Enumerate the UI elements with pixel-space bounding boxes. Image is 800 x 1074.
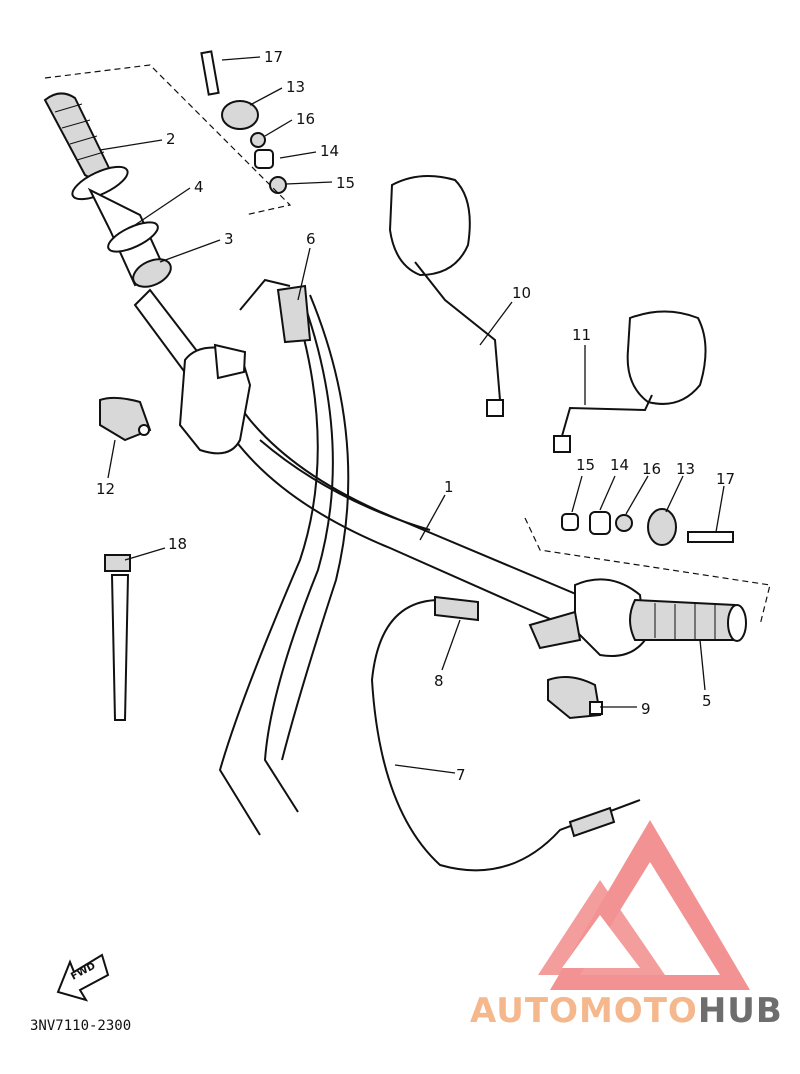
callout-16: 16 — [296, 110, 315, 128]
callout-3: 3 — [224, 230, 234, 248]
cable-tie — [104, 554, 131, 721]
callout-8: 8 — [434, 672, 444, 690]
watermark-brand-part2: HUB — [698, 991, 783, 1031]
callout-15: 15 — [336, 174, 355, 192]
left-switch-housing — [178, 343, 252, 455]
watermark-brand: AUTOMOTOHUB — [470, 991, 783, 1031]
hardware-left-group — [200, 50, 287, 194]
fwd-arrow-icon: FWD — [56, 953, 110, 1002]
callout-16-right: 16 — [642, 460, 661, 478]
left-mirror — [388, 175, 504, 417]
callout-18: 18 — [168, 535, 187, 553]
callout-13-right: 13 — [676, 460, 695, 478]
watermark-logo-icon — [538, 820, 750, 990]
hardware-right-group — [561, 508, 734, 546]
callout-12: 12 — [96, 480, 115, 498]
callout-13: 13 — [286, 78, 305, 96]
right-grip — [629, 598, 747, 642]
callout-4: 4 — [194, 178, 204, 196]
callout-5: 5 — [702, 692, 712, 710]
left-grip — [43, 92, 129, 201]
right-switch-9 — [547, 675, 603, 720]
clutch-cable — [370, 595, 641, 872]
right-switch-housing — [528, 578, 647, 657]
callout-15-right: 15 — [576, 456, 595, 474]
callout-1: 1 — [444, 478, 454, 496]
left-switch-12 — [99, 396, 152, 442]
callout-7: 7 — [456, 766, 466, 784]
callout-17-right: 17 — [716, 470, 735, 488]
callout-11: 11 — [572, 326, 591, 344]
callout-10: 10 — [512, 284, 531, 302]
right-mirror — [553, 310, 707, 453]
watermark-brand-part1: AUTOMOTO — [470, 991, 698, 1031]
callout-9: 9 — [641, 700, 651, 718]
callout-2: 2 — [166, 130, 176, 148]
callout-14: 14 — [320, 142, 339, 160]
callout-14-right: 14 — [610, 456, 629, 474]
handlebar — [133, 288, 592, 632]
callout-17: 17 — [264, 48, 283, 66]
part-code: 3NV7110-2300 — [30, 1018, 131, 1034]
callout-6: 6 — [306, 230, 316, 248]
throttle-cables — [218, 278, 350, 836]
